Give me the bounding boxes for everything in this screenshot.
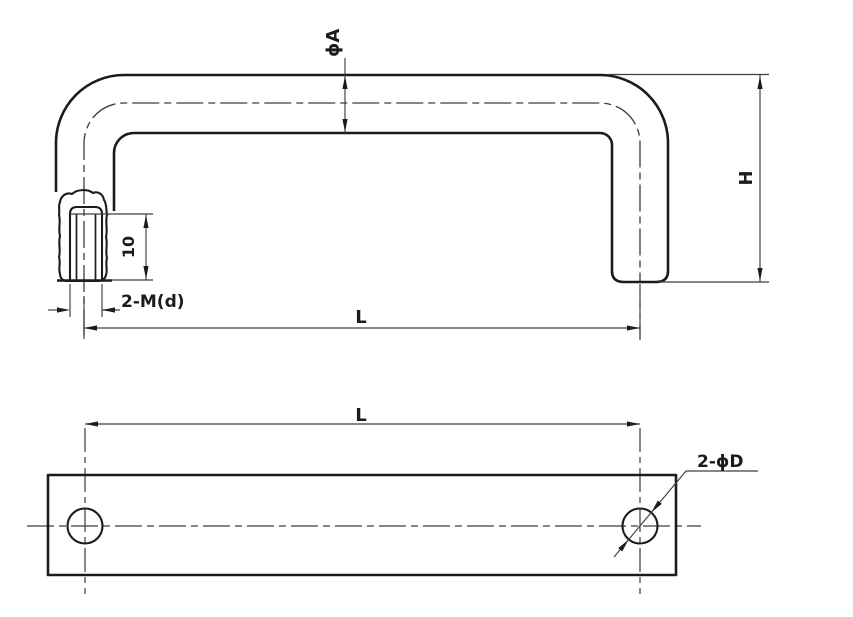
dim-tube-diameter: ϕA: [323, 29, 348, 133]
plan-view: L 2-ϕD: [27, 405, 758, 594]
front-view: ϕA H 10 2-M(d): [48, 29, 769, 340]
thread-stud: [68, 205, 104, 281]
mounting-hole-left: [66, 507, 104, 545]
dim-thread-spec: 2-M(d): [48, 284, 185, 317]
length-label: L: [355, 307, 366, 328]
height-label: H: [736, 170, 757, 185]
dim-length-plan: L: [85, 405, 640, 427]
arrowhead-lower-left-icon: [651, 500, 662, 513]
thread-length-label: 10: [119, 236, 138, 258]
handle-outline: [54, 73, 670, 284]
arrowhead-up-icon: [342, 76, 348, 89]
dim-height: H: [608, 73, 769, 283]
arrowhead-up-icon: [757, 76, 763, 89]
arrowhead-right-icon: [627, 421, 640, 427]
mounting-hole-right: [621, 507, 659, 545]
thread-cap-outline: [57, 189, 109, 283]
handle-centerline: [83, 102, 641, 336]
plate-outline: [46, 473, 678, 577]
arrowhead-right-icon: [57, 307, 70, 313]
dim-length: L: [83, 296, 641, 339]
dim-hole-spec: 2-ϕD: [613, 452, 758, 558]
arrowhead-down-icon: [143, 266, 149, 279]
dim-thread-length: 10: [70, 213, 153, 281]
arrowhead-left-icon: [102, 307, 115, 313]
arrowhead-left-icon: [84, 325, 97, 331]
thread-spec-label: 2-M(d): [121, 292, 185, 312]
length-label: L: [355, 405, 366, 426]
hole-spec-label: 2-ϕD: [697, 452, 744, 472]
tube-diameter-label: ϕA: [323, 29, 344, 57]
arrowhead-upper-right-icon: [618, 539, 629, 552]
arrowhead-down-icon: [757, 268, 763, 281]
arrowhead-down-icon: [342, 119, 348, 132]
arrowhead-right-icon: [627, 325, 640, 331]
arrowhead-up-icon: [143, 215, 149, 228]
arrowhead-left-icon: [85, 421, 98, 427]
